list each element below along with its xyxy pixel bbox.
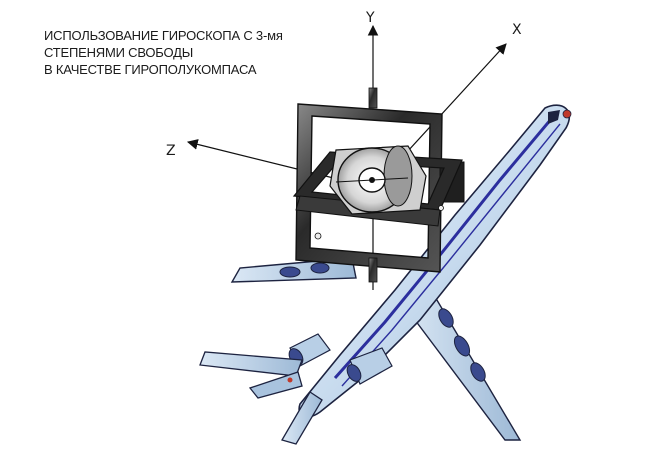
- right-wing-fairing-1: [453, 335, 471, 357]
- gyroscope-gimbal: [292, 87, 465, 283]
- right-pivot: [438, 205, 444, 211]
- right-wing-fairing-2: [438, 308, 454, 328]
- left-wing-fairing-1: [279, 266, 301, 278]
- left-pivot: [314, 232, 322, 240]
- bottom-spindle: [368, 257, 378, 283]
- title-line-1: ИСПОЛЬЗОВАНИЕ ГИРОСКОПА С 3-мя: [44, 28, 283, 43]
- nose-tip: [562, 109, 572, 119]
- title-line-3: В КАЧЕСТВЕ ГИРОПОЛУКОМПАСА: [44, 62, 257, 77]
- z-axis-label: Z: [166, 143, 176, 159]
- tail-light: [287, 377, 293, 383]
- diagram-title: ИСПОЛЬЗОВАНИЕ ГИРОСКОПА С 3-мя СТЕПЕНЯМИ…: [44, 27, 283, 78]
- rear-engine-right-intake: [346, 364, 362, 382]
- y-axis-label: Y: [366, 10, 375, 26]
- x-axis-label: X: [512, 22, 522, 38]
- right-wing-fairing-3: [470, 362, 486, 382]
- horizontal-stabilizer-right: [281, 391, 323, 445]
- cockpit-window: [548, 110, 560, 124]
- gyro-rotor-side: [383, 145, 413, 207]
- title-line-2: СТЕПЕНЯМИ СВОБОДЫ: [44, 45, 194, 60]
- vertical-stabilizer: [248, 371, 303, 399]
- top-spindle: [368, 87, 378, 109]
- horizontal-stabilizer-left: [199, 351, 303, 377]
- fuselage-cheatline: [341, 123, 561, 387]
- left-wing-fairing-2: [310, 262, 330, 274]
